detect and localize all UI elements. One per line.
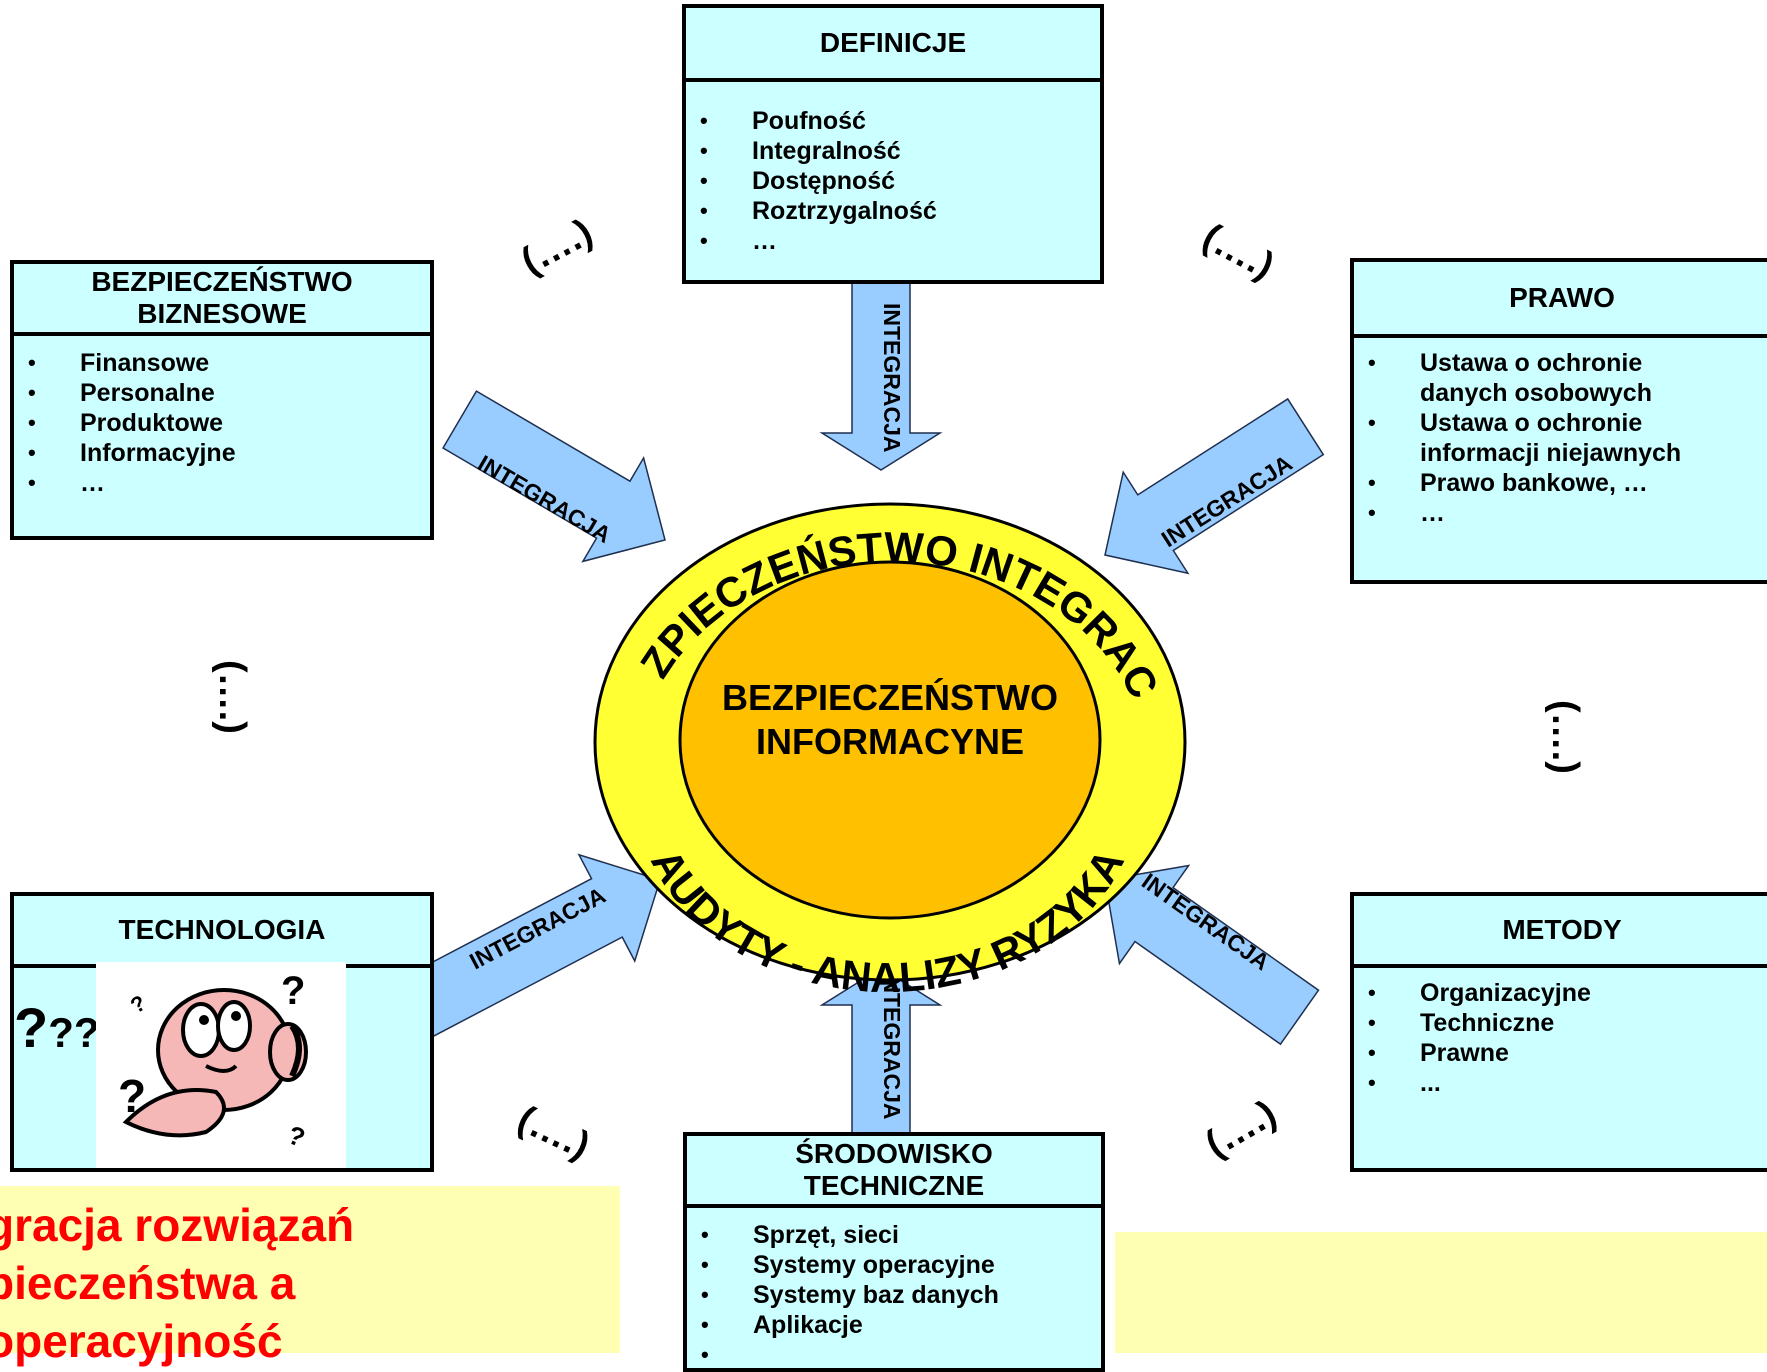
box-definicje-list: Poufność Integralność Dostępność Roztrzy… xyxy=(686,82,1100,256)
list-item: Informacyjne xyxy=(28,438,430,468)
list-item: Systemy baz danych xyxy=(701,1280,1101,1310)
arrow-label-bottom: INTEGRACJA xyxy=(879,970,905,1120)
question-mark-medium: ?? xyxy=(48,1009,100,1056)
ellipsis-lower-left: (….) xyxy=(511,1098,596,1167)
box-srodowisko-title: ŚRODOWISKO TECHNICZNE xyxy=(687,1136,1101,1208)
list-item: … xyxy=(28,468,430,498)
list-item: Ustawa o ochronie xyxy=(1368,348,1767,378)
list-item: Dostępność xyxy=(700,166,1100,196)
arrow-label-top: INTEGRACJA xyxy=(879,303,905,453)
center-title-line2: INFORMACYNE xyxy=(756,721,1024,762)
box-prawo-title: PRAWO xyxy=(1354,262,1767,338)
box-definicje: DEFINICJE Poufność Integralność Dostępno… xyxy=(682,4,1104,284)
list-item: Personalne xyxy=(28,378,430,408)
ellipsis-right: (….) xyxy=(1544,700,1586,774)
list-item: Techniczne xyxy=(1368,1008,1767,1038)
arrow-top xyxy=(819,282,943,471)
note-left-line3: operacyjność xyxy=(0,1315,283,1367)
list-item: Prawne xyxy=(1368,1038,1767,1068)
list-item: Sprzęt, sieci xyxy=(701,1220,1101,1250)
box-biznesowe-title: BEZPIECZEŃSTWO BIZNESOWE xyxy=(14,264,430,336)
box-biznesowe: BEZPIECZEŃSTWO BIZNESOWE Finansowe Perso… xyxy=(10,260,434,540)
note-left-line2: pieczeństwa a xyxy=(0,1257,296,1309)
box-srodowisko-title-line1: ŚRODOWISKO xyxy=(795,1137,993,1169)
list-item: Organizacyjne xyxy=(1368,978,1767,1008)
note-right xyxy=(1115,1232,1767,1353)
svg-text:?: ? xyxy=(118,1070,146,1122)
note-left-line1: gracja rozwiązań xyxy=(0,1199,355,1251)
box-biznesowe-list: Finansowe Personalne Produktowe Informac… xyxy=(14,336,430,498)
center-title-line1: BEZPIECZEŃSTWO xyxy=(721,677,1058,718)
list-item: Integralność xyxy=(700,136,1100,166)
ellipsis-lower-right: (….) xyxy=(1199,1092,1284,1165)
list-item: Roztrzygalność xyxy=(700,196,1100,226)
ellipsis-upper-right: (….) xyxy=(1196,216,1281,288)
list-item: Finansowe xyxy=(28,348,430,378)
list-item: ... xyxy=(1368,1068,1767,1098)
arrow-upper-right xyxy=(1104,397,1325,575)
list-item: Aplikacje xyxy=(701,1310,1101,1340)
question-mark-large: ? xyxy=(14,996,49,1059)
list-item: Prawo bankowe, … xyxy=(1368,468,1767,498)
box-srodowisko-list: Sprzęt, sieci Systemy operacyjne Systemy… xyxy=(687,1208,1101,1370)
box-prawo-list: Ustawa o ochronie danych osobowych Ustaw… xyxy=(1354,338,1767,528)
svg-text:?: ? xyxy=(126,990,150,1018)
list-item-continuation: danych osobowych xyxy=(1420,379,1652,407)
box-biznesowe-title-line1: BEZPIECZEŃSTWO xyxy=(91,265,353,297)
center-title: BEZPIECZEŃSTWO INFORMACYNE xyxy=(680,676,1100,764)
thinking-face-icon: ? ? ? ? xyxy=(118,969,309,1153)
list-item: Systemy operacyjne xyxy=(701,1250,1101,1280)
note-left-text: gracja rozwiązań pieczeństwa a operacyjn… xyxy=(0,1196,354,1370)
arrow-lower-right xyxy=(1104,864,1320,1046)
box-biznesowe-title-line2: BIZNESOWE xyxy=(137,298,307,329)
list-item: … xyxy=(1368,498,1767,528)
box-definicje-title: DEFINICJE xyxy=(686,8,1100,82)
ellipsis-left: (….) xyxy=(211,660,253,734)
svg-text:?: ? xyxy=(281,969,305,1013)
box-srodowisko: ŚRODOWISKO TECHNICZNE Sprzęt, sieci Syst… xyxy=(683,1132,1105,1372)
list-item: … xyxy=(700,226,1100,256)
list-item: Produktowe xyxy=(28,408,430,438)
box-metody-title: METODY xyxy=(1354,896,1767,968)
arrow-upper-left xyxy=(441,390,666,563)
list-item: Ustawa o ochronie xyxy=(1368,408,1767,438)
confused-person-illustration: ? ? ? ? xyxy=(96,962,346,1168)
arrow-lower-left xyxy=(397,853,661,1040)
box-metody-list: Organizacyjne Techniczne Prawne ... xyxy=(1354,968,1767,1098)
list-item-continuation: informacji niejawnych xyxy=(1420,439,1682,467)
arrow-bottom xyxy=(819,967,943,1134)
box-prawo: PRAWO Ustawa o ochronie danych osobowych… xyxy=(1350,258,1767,584)
core-ellipse xyxy=(678,560,1102,920)
box-technologia-title: TECHNOLOGIA xyxy=(14,896,430,968)
box-metody: METODY Organizacyjne Techniczne Prawne .… xyxy=(1350,892,1767,1172)
list-item: Poufność xyxy=(700,106,1100,136)
note-left xyxy=(0,1186,620,1353)
svg-text:?: ? xyxy=(284,1119,309,1153)
ellipsis-upper-left: (….) xyxy=(515,211,600,283)
box-srodowisko-title-line2: TECHNICZNE xyxy=(803,1170,985,1201)
